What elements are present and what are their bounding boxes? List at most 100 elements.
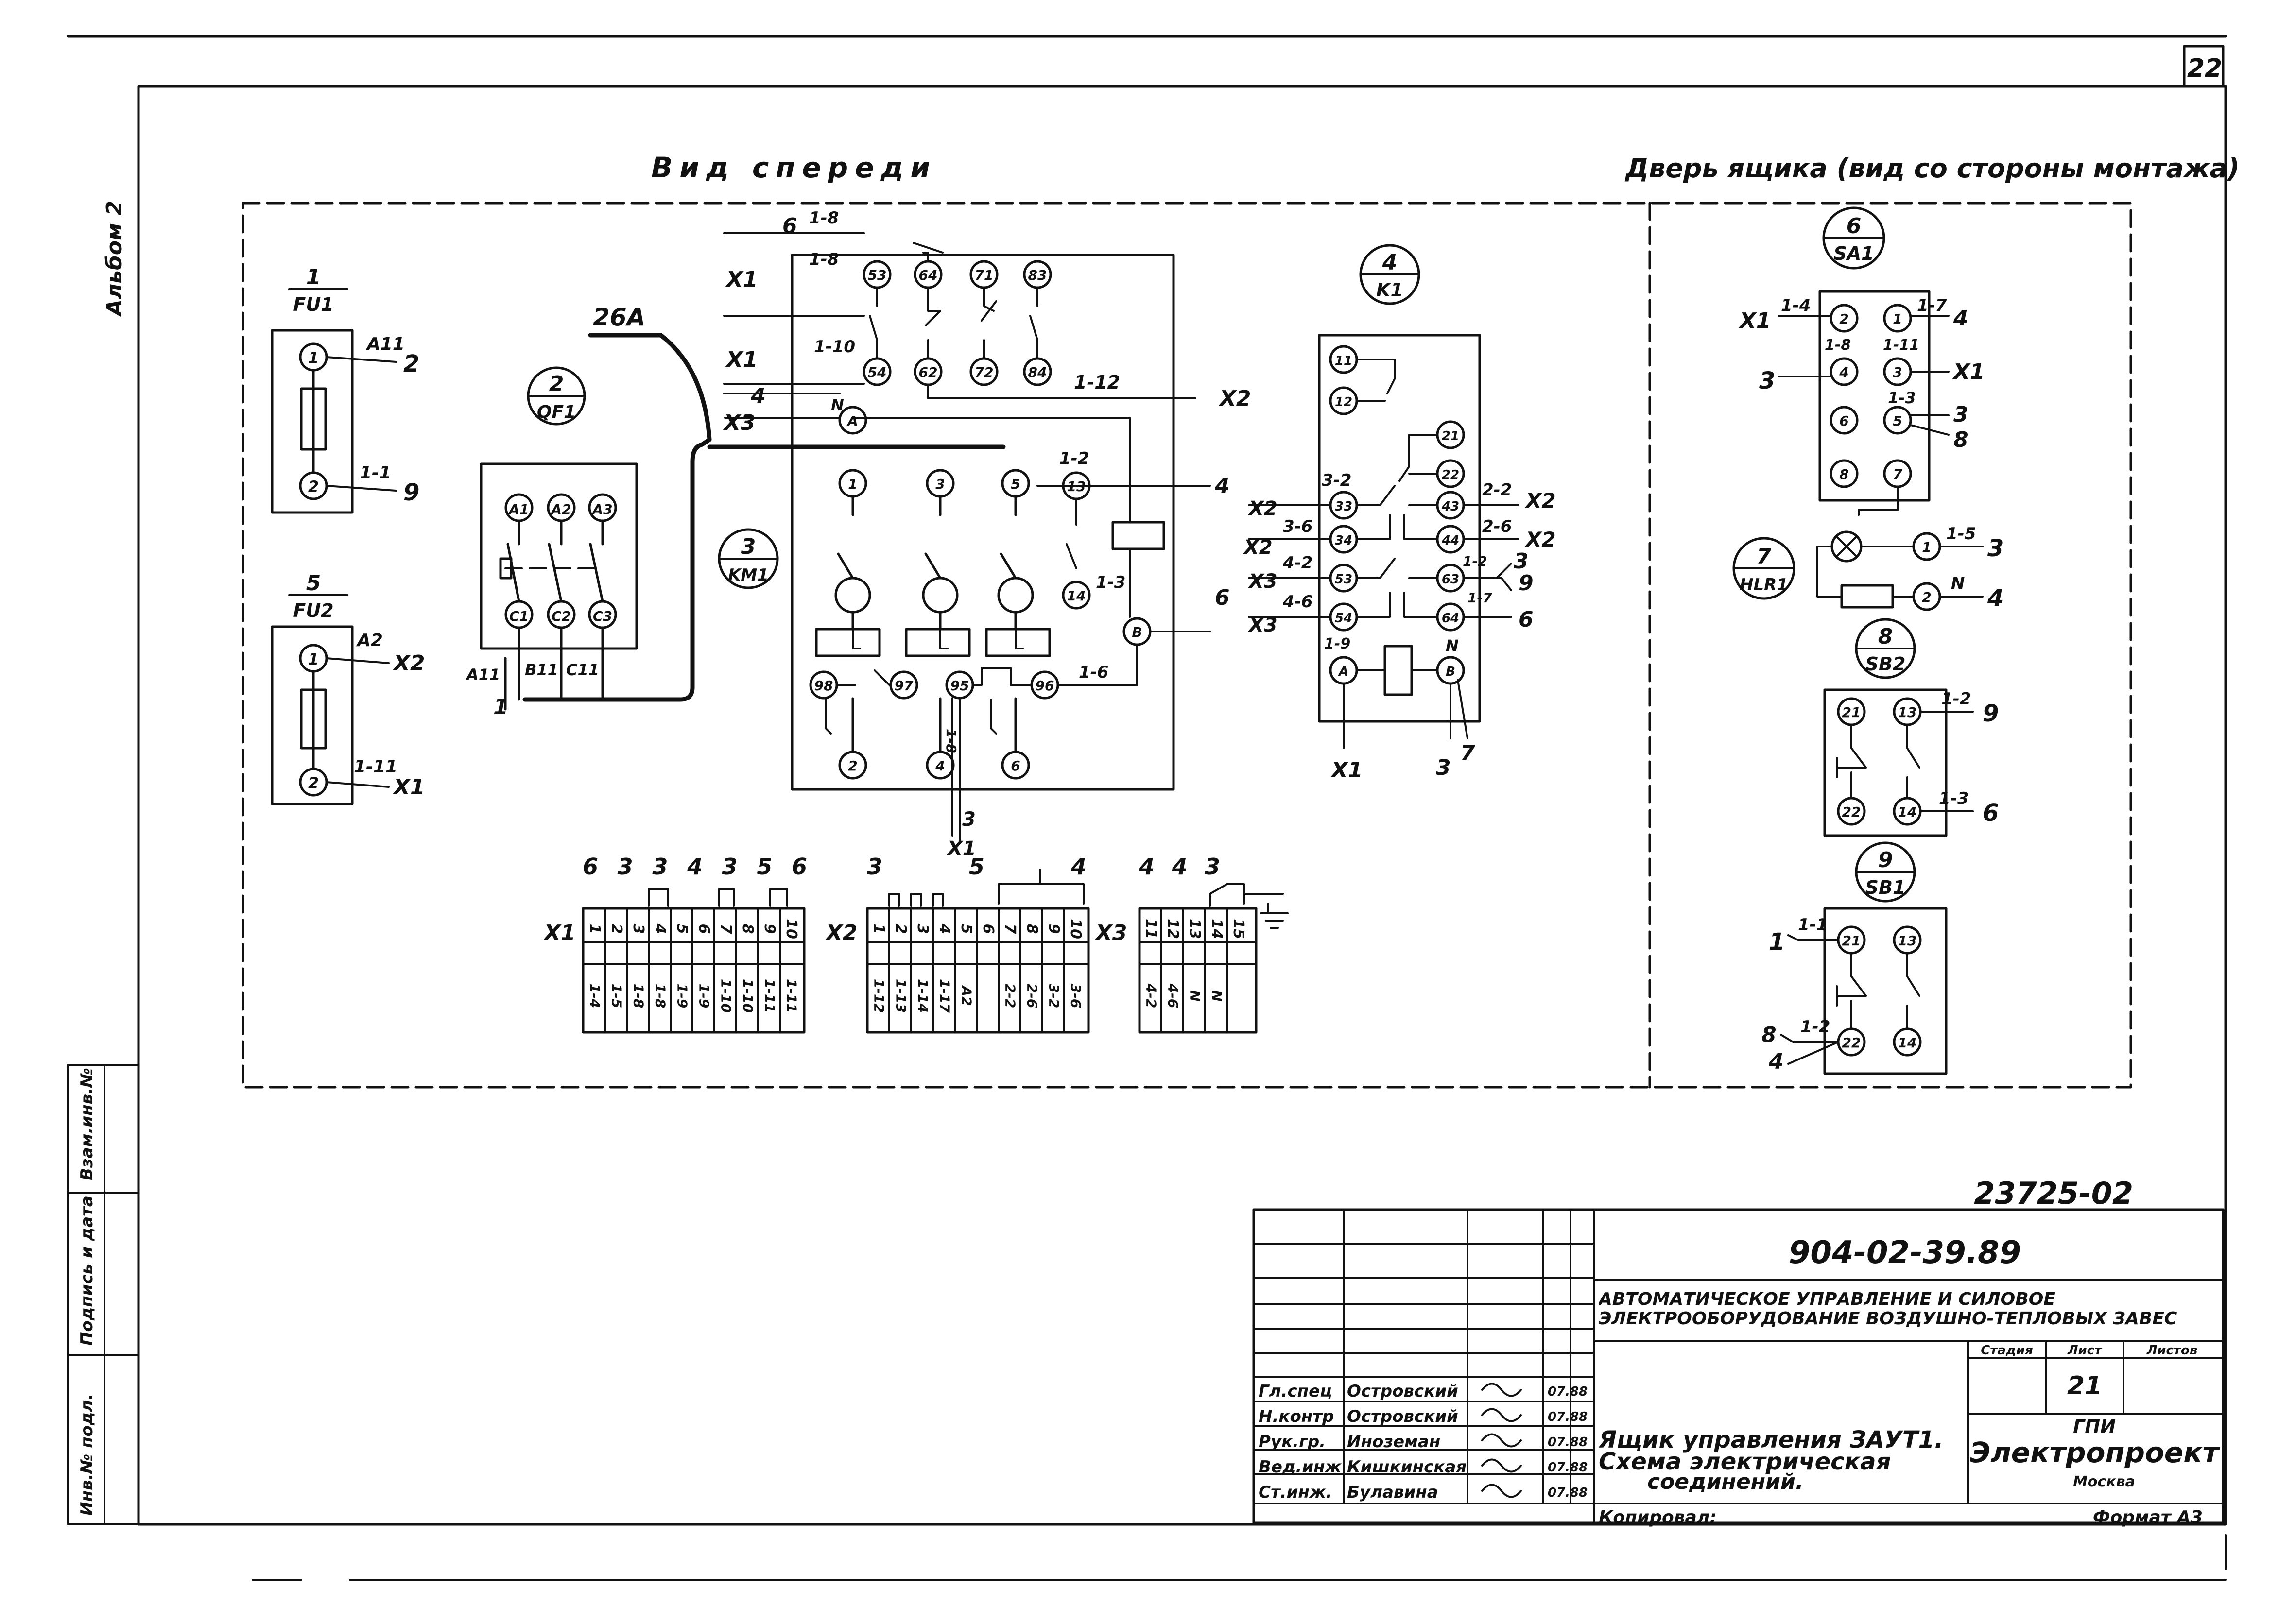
sa1-t7: 7 xyxy=(1893,466,1902,482)
fu2-tag-1: А2 xyxy=(356,631,383,650)
k1-term-b: В xyxy=(1446,665,1455,679)
terminal-top-wire: 4 xyxy=(687,854,703,880)
project-title: Автоматическое управление и силовое элек… xyxy=(1599,1290,2177,1329)
km1-main-1: 1 xyxy=(848,476,857,492)
qf1-code: QF1 xyxy=(537,402,576,422)
sa1-l111: 1-11 xyxy=(1883,337,1919,354)
terminal-number: 13 xyxy=(1186,919,1203,939)
album-label: Альбом 2 xyxy=(102,201,127,317)
terminal-wire-mark: 1-17 xyxy=(937,979,953,1013)
k1-term-11: 11 xyxy=(1335,354,1352,368)
terminal-number: 2 xyxy=(892,924,909,934)
k1-tag-42: 4-2 xyxy=(1282,553,1312,573)
hdr-stage: Стадия xyxy=(1981,1343,2033,1358)
km1-ov-98: 98 xyxy=(814,678,833,694)
stamp-number: 23725-02 xyxy=(1974,1176,2133,1211)
signer-date: 07.88 xyxy=(1548,1384,1588,1399)
terminal-wire-mark: 1-12 xyxy=(871,979,887,1013)
qf1-tag-b: В11 xyxy=(525,661,558,679)
terminal-top-wire: 4 xyxy=(1139,854,1155,880)
k1-tag-32: 3-2 xyxy=(1322,471,1351,490)
k1-bot-3: 3 xyxy=(1436,755,1451,780)
qf1-bot-3: С3 xyxy=(593,608,612,624)
sa1-l13: 1-3 xyxy=(1888,389,1916,407)
terminal-wire-mark: 1-9 xyxy=(696,984,712,1008)
tb-x2-label: Х2 xyxy=(825,921,858,945)
terminal-wire-mark: 1-13 xyxy=(893,979,909,1013)
sb2-button xyxy=(1823,618,1974,837)
signature-mark xyxy=(1481,1383,1522,1397)
k1-left-x3b: Х3 xyxy=(1247,614,1277,636)
km1-left-4: 4 xyxy=(750,384,766,409)
fu2-tag-2: 1-11 xyxy=(354,757,397,777)
terminal-number: 8 xyxy=(739,924,756,934)
terminal-wire-mark: 1-5 xyxy=(609,984,625,1008)
terminal-top-wire: 5 xyxy=(757,854,772,880)
k1-right-6: 6 xyxy=(1519,607,1534,632)
side-col-inv: Инв.№ подл. xyxy=(77,1394,97,1516)
terminal-top-wire: 3 xyxy=(867,854,882,880)
km1-right-4: 4 xyxy=(1214,474,1230,498)
sa1-t2: 2 xyxy=(1839,311,1848,327)
signer-role: Вед.инж xyxy=(1259,1457,1342,1477)
km1-tag-112: 1-12 xyxy=(1074,372,1120,393)
fu1-code: FU1 xyxy=(293,294,333,315)
terminal-wire-mark: 1-8 xyxy=(631,984,647,1008)
fu1-tag-2: 1-1 xyxy=(360,463,391,483)
terminal-block-x1 xyxy=(582,888,806,1034)
km1-tag-12: 1-2 xyxy=(1059,449,1089,468)
k1-tag-26: 2-6 xyxy=(1482,517,1512,536)
sa1-w-4: 4 xyxy=(1953,306,1968,331)
signer-role: Ст.инж. xyxy=(1259,1483,1332,1502)
sa1-l14: 1-4 xyxy=(1781,296,1811,315)
sb2-t13: 13 xyxy=(1898,704,1917,720)
hlr1-num: 7 xyxy=(1757,544,1772,569)
terminal-number: 1 xyxy=(586,924,603,934)
terminal-top-wire: 5 xyxy=(969,854,984,880)
terminal-top-wire: 4 xyxy=(1070,854,1087,880)
hlr1-tag-n: N xyxy=(1951,574,1965,593)
terminal-wire-mark: 1-8 xyxy=(653,984,669,1008)
sheet-title-3: соединений. xyxy=(1647,1469,1804,1494)
k1-tag-n: N xyxy=(1446,636,1459,655)
sa1-t3: 3 xyxy=(1893,364,1902,380)
terminal-wire-mark: 1-4 xyxy=(587,984,603,1008)
copied-label: Копировал: xyxy=(1599,1507,1717,1527)
k1-tag-36: 3-6 xyxy=(1283,517,1312,536)
terminal-number: 3 xyxy=(914,924,931,934)
km1-tag-18b: 1-8 xyxy=(809,208,839,228)
terminal-top-wire: 3 xyxy=(722,854,738,880)
sb1-w8: 8 xyxy=(1761,1023,1777,1047)
terminal-wire-mark: N xyxy=(1209,990,1225,1001)
signer-date: 07.88 xyxy=(1548,1460,1588,1475)
fu2-term-1: 1 xyxy=(308,650,319,668)
k1-tag-46: 4-6 xyxy=(1282,592,1312,612)
sa1-labels: 2 1 4 3 6 5 8 7 1-4 1-7 1-8 1-11 1-3 Х1 … xyxy=(1738,296,1985,482)
terminal-top-wire: 6 xyxy=(583,854,598,880)
sb1-t14: 14 xyxy=(1898,1035,1917,1051)
terminal-number: 7 xyxy=(1001,924,1019,934)
k1-code: K1 xyxy=(1376,279,1403,301)
terminal-number: 9 xyxy=(1045,924,1062,934)
sb2-w9: 9 xyxy=(1983,700,1999,727)
fu2-dest-1: Х2 xyxy=(392,651,425,676)
terminal-wire-mark: 1-11 xyxy=(762,979,778,1013)
terminal-wire-mark: 3-6 xyxy=(1068,984,1084,1008)
k1-labels: 11 12 21 22 33 43 34 44 53 63 54 64 А В … xyxy=(1243,354,1556,783)
terminal-top-wire: 3 xyxy=(618,854,633,880)
sa1-switch xyxy=(1778,206,1950,516)
terminal-number: 6 xyxy=(980,924,997,934)
qf1-bot-2: С2 xyxy=(552,608,571,624)
km1-bot-tag: 1-8 xyxy=(943,729,959,753)
doc-code: 904-02-39.89 xyxy=(1789,1235,2021,1271)
fu1-term-2: 2 xyxy=(308,478,319,496)
fu1-term-1: 1 xyxy=(308,349,319,367)
sheet-number: 22 xyxy=(2187,54,2222,83)
hlr1-w3: 3 xyxy=(1987,535,2003,562)
terminal-number: 8 xyxy=(1023,924,1040,934)
terminal-wire-mark: 1-10 xyxy=(718,979,734,1013)
km1-out-2: 2 xyxy=(848,758,857,774)
signer-role: Гл.спец xyxy=(1259,1382,1332,1401)
front-view-caption: Вид спереди xyxy=(651,151,937,184)
km1-tag-18a: 1-8 xyxy=(809,250,839,269)
